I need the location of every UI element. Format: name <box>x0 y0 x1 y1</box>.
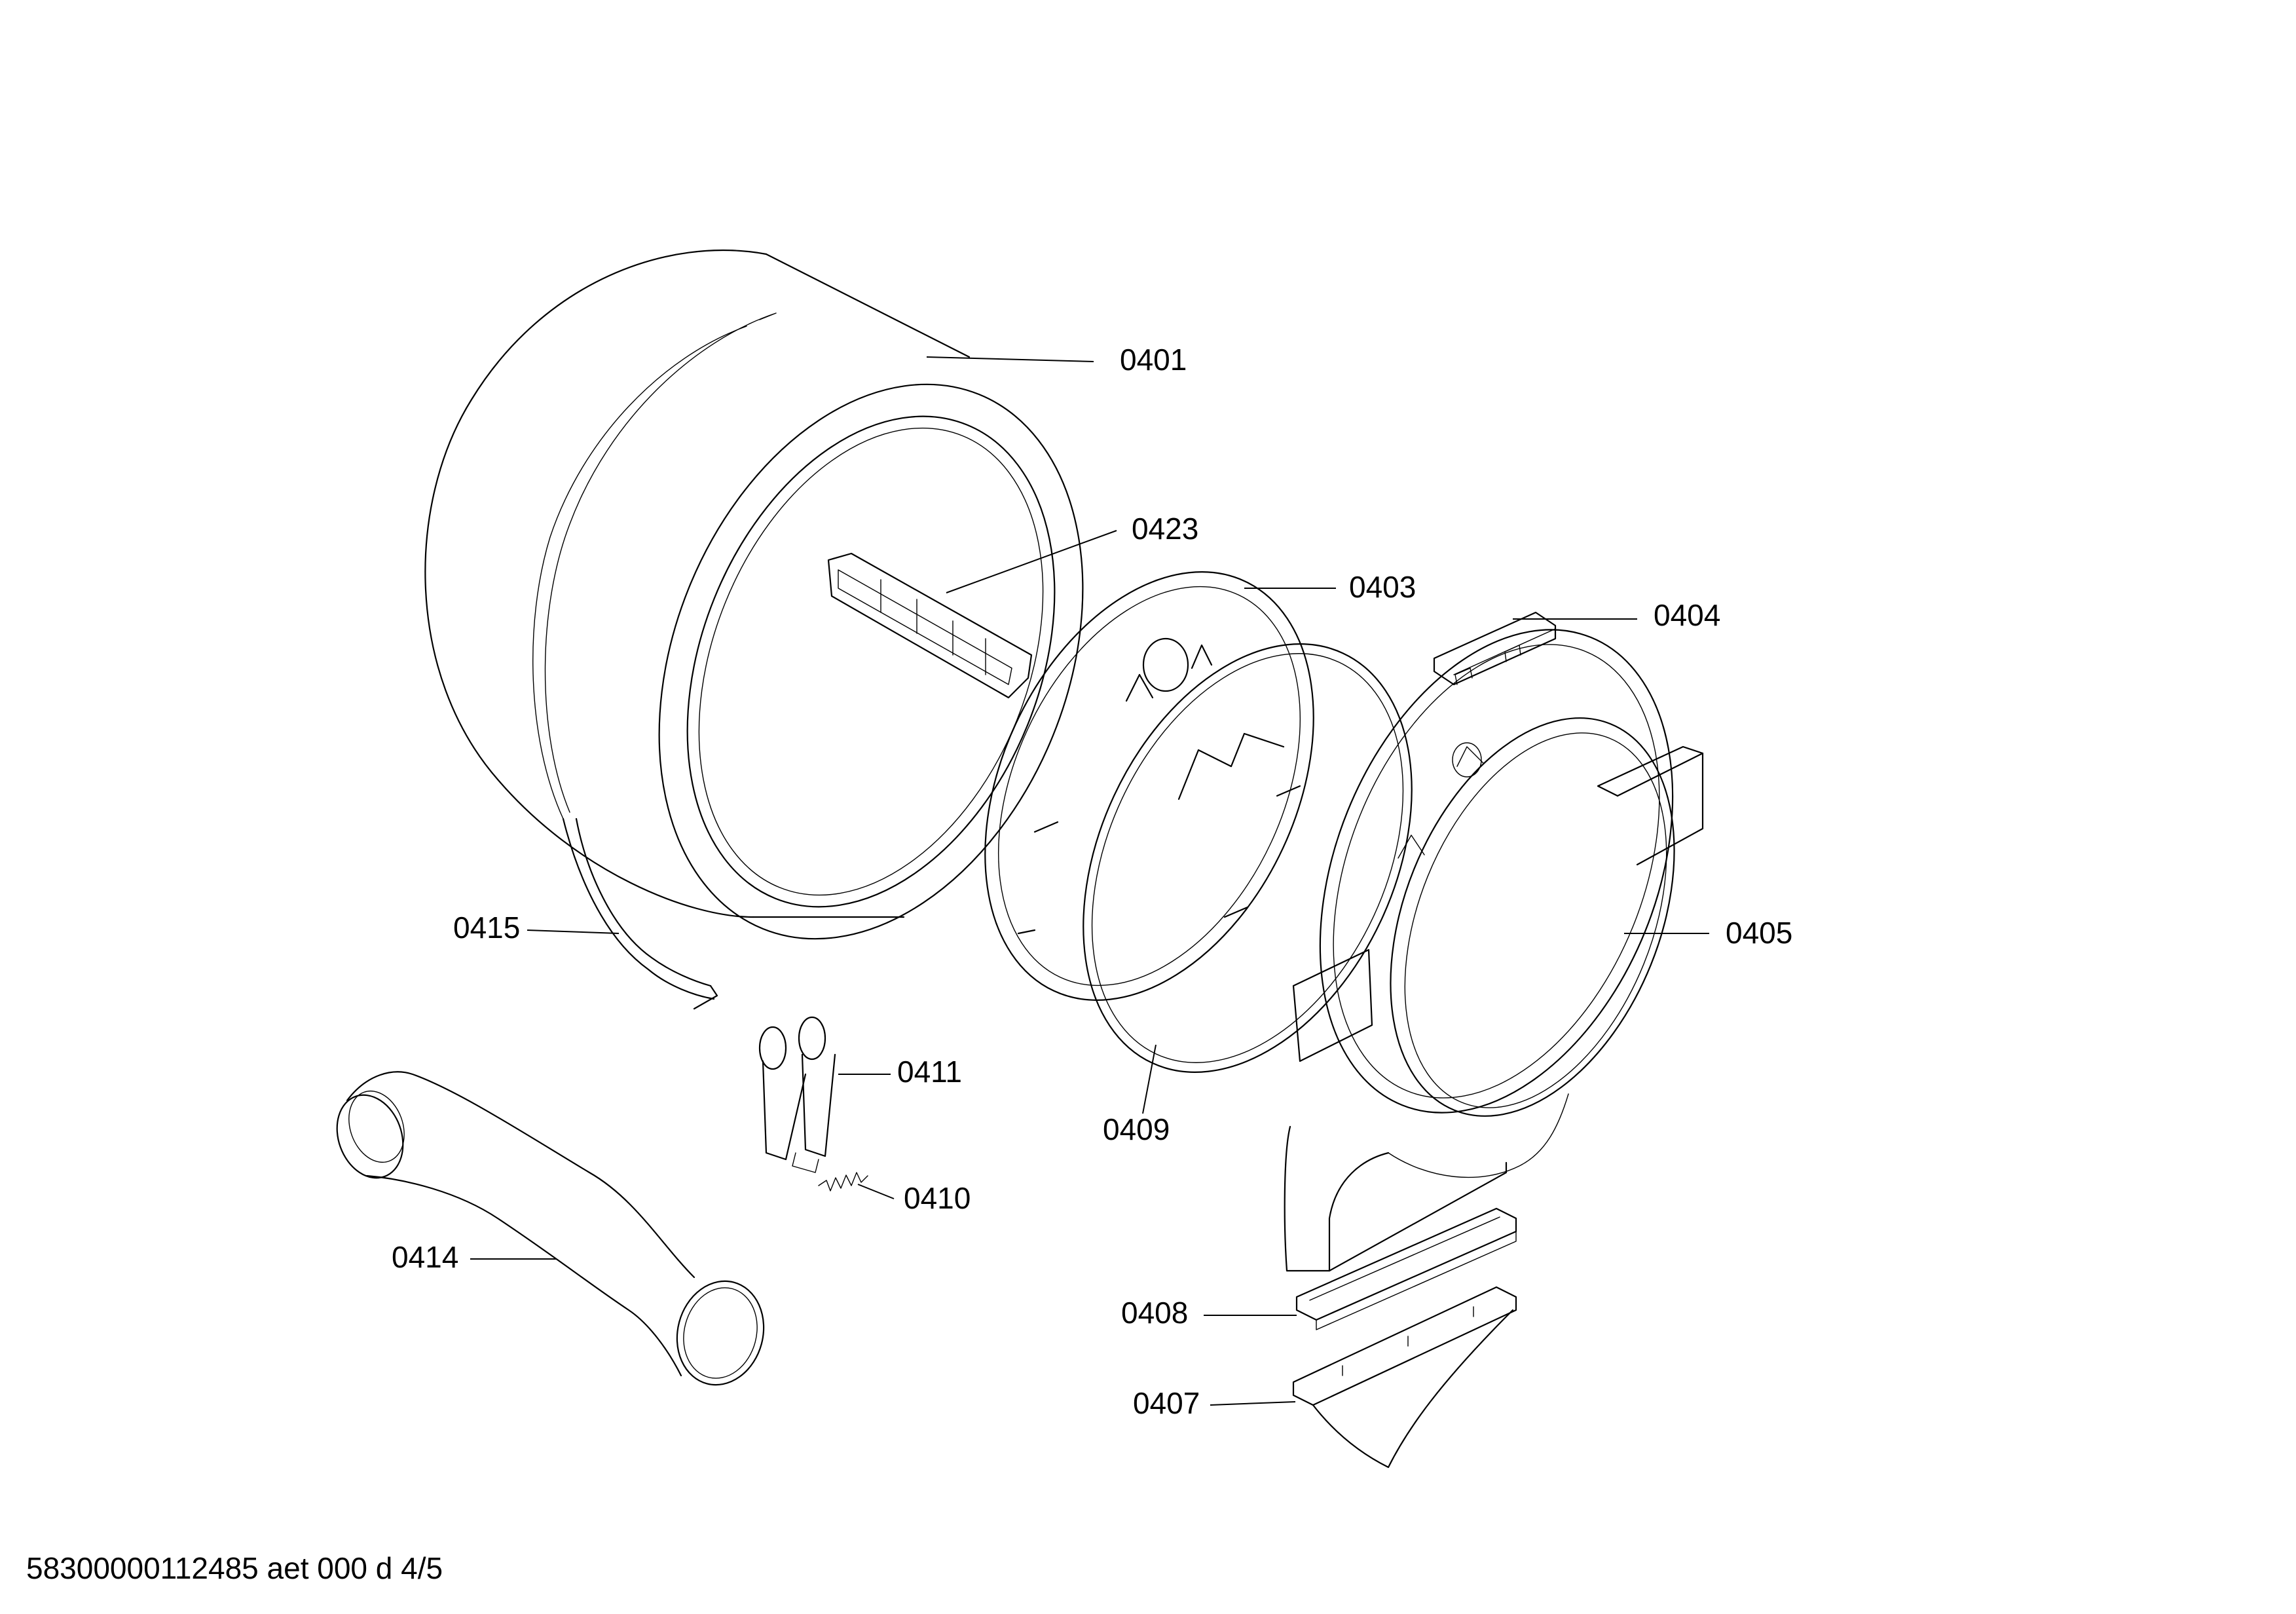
callout-0403: 0403 <box>1349 570 1416 604</box>
callout-0405: 0405 <box>1726 916 1792 950</box>
callout-labels: 0401 0423 0403 0404 0405 0415 0411 0409 … <box>392 343 1792 1420</box>
callout-0407: 0407 <box>1133 1386 1200 1420</box>
drawing-id-footer: 58300000112485 aet 000 d 4/5 <box>26 1551 443 1585</box>
callout-0408: 0408 <box>1121 1296 1188 1330</box>
callout-0414: 0414 <box>392 1240 458 1274</box>
leader-0409 <box>1142 1044 1157 1114</box>
filter-housing-part-0407 <box>1292 1286 1517 1469</box>
felt-seal-part-0409 <box>1083 643 1413 1073</box>
bearing-ring-part-0403 <box>984 571 1314 1001</box>
front-shield-part-0405 <box>1284 629 1704 1272</box>
callout-0409: 0409 <box>1103 1112 1170 1146</box>
callout-0401: 0401 <box>1120 343 1187 377</box>
drum-part-0401 <box>424 250 1084 940</box>
belt-part-0415 <box>562 817 718 1010</box>
callout-0410: 0410 <box>904 1181 971 1215</box>
hinge-part-0411 <box>758 1016 836 1173</box>
spring-part-0410 <box>818 1172 868 1192</box>
callout-0415: 0415 <box>453 910 520 945</box>
leader-0401 <box>926 356 1094 362</box>
callout-0411: 0411 <box>897 1055 962 1089</box>
leader-lines <box>470 356 1709 1406</box>
leader-0407 <box>1210 1401 1296 1406</box>
leader-0415 <box>527 929 620 934</box>
leader-0423 <box>946 530 1117 593</box>
callout-0423: 0423 <box>1132 512 1198 546</box>
clip-part-0404 <box>1433 611 1557 686</box>
air-duct-part-0414 <box>336 1071 765 1386</box>
lifter-part-0423 <box>827 552 1033 699</box>
leader-0410 <box>857 1184 895 1199</box>
callout-0404: 0404 <box>1654 598 1720 632</box>
filter-part-0408 <box>1295 1207 1517 1330</box>
